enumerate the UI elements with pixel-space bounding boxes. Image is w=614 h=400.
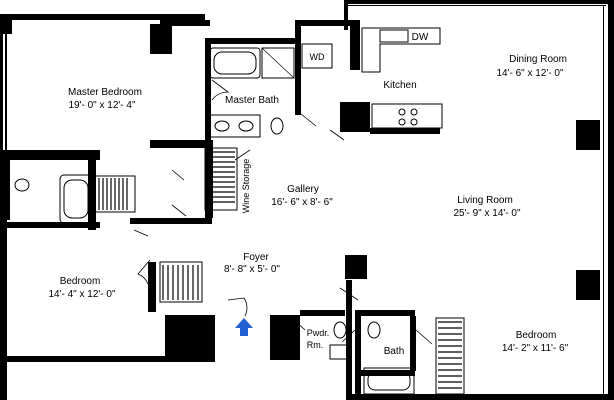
foyer-name: Foyer <box>243 252 269 263</box>
dining-room-dims: 14'- 6" x 12'- 0" <box>496 68 564 79</box>
toilet-icon <box>14 178 30 192</box>
living-room-dims: 25'- 9" x 14'- 0" <box>453 208 521 219</box>
closet-hatch-master <box>207 151 235 203</box>
wine-storage-name: Wine Storage <box>241 159 251 214</box>
sink-icon <box>329 344 349 360</box>
toilet-icon <box>333 321 347 339</box>
master-bath-name: Master Bath <box>225 95 279 106</box>
toilet-icon <box>270 117 284 135</box>
vanity-icon <box>209 114 261 138</box>
bath-tub-icon <box>363 367 415 395</box>
kitchen-counter-icon <box>361 27 441 73</box>
cooktop-icon <box>398 108 418 126</box>
master-bedroom-name: Master Bedroom <box>68 87 142 98</box>
toilet-icon <box>367 321 381 339</box>
gallery-name: Gallery <box>287 184 319 195</box>
gallery-dims: 16'- 6" x 8'- 6" <box>271 197 333 208</box>
powder-room-name-line1: Pwdr. <box>307 328 330 338</box>
closet-hatch-bed-left <box>98 178 128 210</box>
master-tub-icon <box>209 47 261 79</box>
bedroom-left-name: Bedroom <box>60 276 101 287</box>
bath-name: Bath <box>384 346 405 357</box>
bedroom-right-name: Bedroom <box>516 330 557 341</box>
closet-hatch-foyer <box>162 265 199 300</box>
powder-room-name-line2: Rm. <box>307 340 324 350</box>
bath-tub-icon <box>59 174 93 224</box>
shower-icon <box>261 47 295 79</box>
doors <box>133 79 433 345</box>
dw-label: DW <box>412 32 429 43</box>
wd-label: WD <box>310 52 325 62</box>
foyer-dims: 8'- 8" x 5'- 0" <box>224 264 280 275</box>
living-room-name: Living Room <box>457 195 513 206</box>
fixtures: WD DW <box>14 27 443 395</box>
dining-room-name: Dining Room <box>509 54 567 65</box>
entry-arrow-icon <box>235 318 253 336</box>
kitchen-name: Kitchen <box>383 80 416 91</box>
washer-dryer-icon <box>301 43 333 69</box>
bedroom-right-dims: 14'- 2" x 11'- 6" <box>502 343 569 354</box>
interior-walls <box>0 14 600 400</box>
bedroom-left-dims: 14'- 4" x 12'- 0" <box>48 289 116 300</box>
closets <box>94 147 465 395</box>
master-bedroom-dims: 19'- 0" x 12'- 4" <box>68 100 136 111</box>
closet-hatch-bed-right <box>438 321 462 389</box>
